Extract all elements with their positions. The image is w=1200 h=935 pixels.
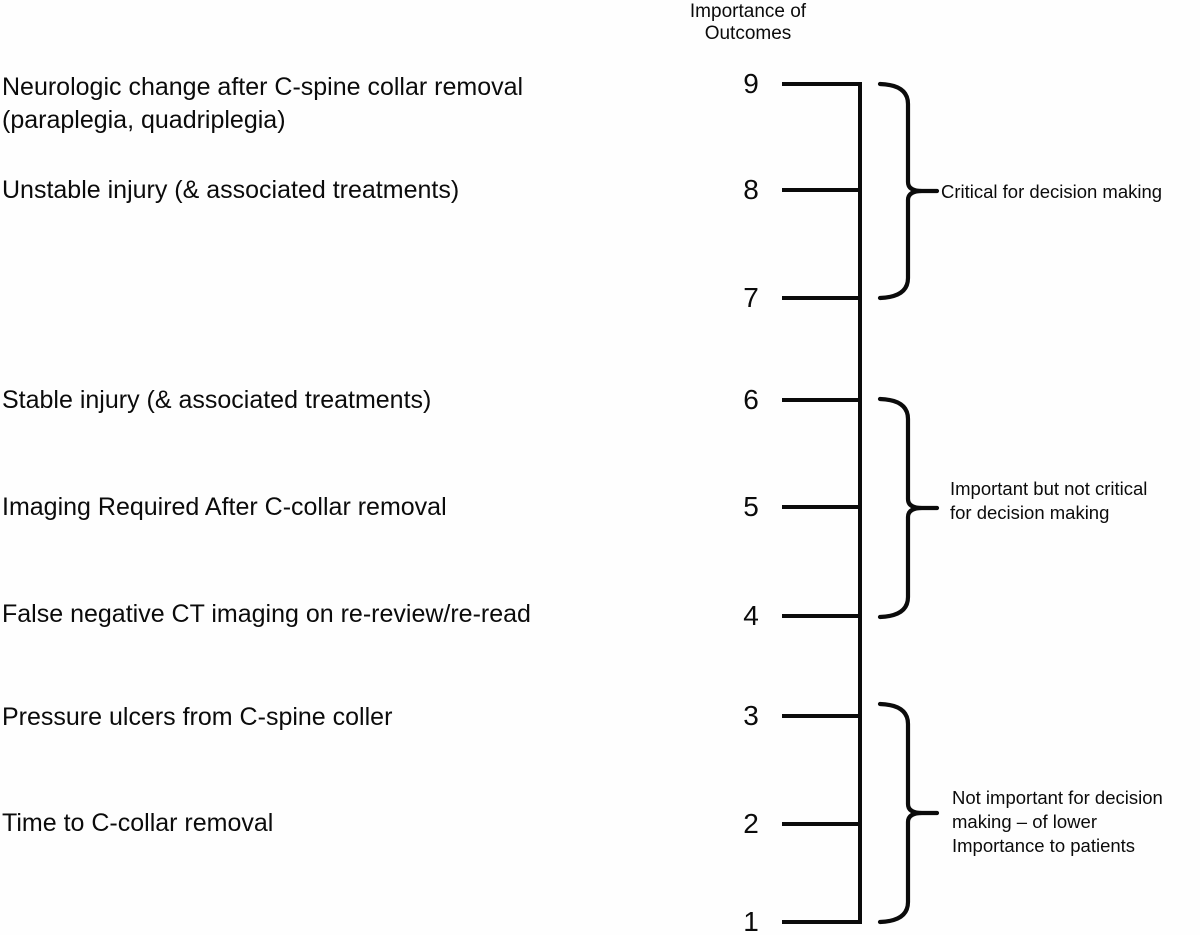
axis-title-line2: Outcomes bbox=[704, 23, 792, 44]
outcome-label-4: False negative CT imaging on re-review/r… bbox=[2, 600, 531, 628]
category-label-important-not-critical: Important but not critical for decision … bbox=[950, 478, 1148, 523]
scale-number-9: 9 bbox=[743, 68, 759, 99]
outcome-label-5: Imaging Required After C-collar removal bbox=[2, 493, 447, 521]
scale-number-8: 8 bbox=[743, 174, 759, 205]
scale-number-2: 2 bbox=[743, 808, 759, 839]
scale-number-5: 5 bbox=[743, 491, 759, 522]
outcome-label-8: Unstable injury (& associated treatments… bbox=[2, 176, 460, 204]
axis-title: Importance of Outcomes bbox=[648, 1, 848, 45]
brace-critical bbox=[877, 81, 940, 301]
outcome-label-6: Stable injury (& associated treatments) bbox=[2, 386, 432, 414]
outcome-label-9: Neurologic change after C-spine collar r… bbox=[2, 73, 524, 134]
outcome-label-2: Time to C-collar removal bbox=[2, 809, 274, 837]
scale-number-7: 7 bbox=[743, 282, 759, 313]
axis-title-line1: Importance of bbox=[689, 1, 807, 22]
brace-not-important bbox=[877, 701, 940, 925]
scale-number-4: 4 bbox=[743, 600, 759, 631]
scale-number-3: 3 bbox=[743, 700, 759, 731]
outcome-label-3: Pressure ulcers from C-spine coller bbox=[2, 703, 393, 731]
scale-number-1: 1 bbox=[743, 906, 759, 935]
scale-number-6: 6 bbox=[743, 384, 759, 415]
category-label-not-important: Not important for decision making – of l… bbox=[952, 787, 1163, 856]
category-label-critical: Critical for decision making bbox=[941, 181, 1163, 202]
brace-important-not-critical bbox=[877, 396, 940, 620]
